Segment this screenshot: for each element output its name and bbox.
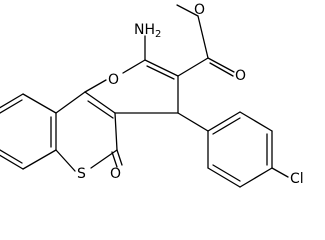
bond-o1-c10b: [84, 79, 107, 93]
bond-c10a-c10b: [55, 91, 86, 114]
ester-carbonyl-oxygen-label: O: [235, 68, 246, 84]
bond-aryl-1-double: [212, 117, 241, 135]
bond-c4a-c10b: [84, 91, 116, 114]
bond-c4a-c10b-double: [87, 100, 114, 119]
bond-c4-aryl: [177, 112, 209, 132]
chlorine-label: Cl: [290, 171, 304, 187]
ring-oxygen-label: O: [108, 72, 119, 88]
bond-c10-c10a: [22, 93, 57, 114]
bond-c9-c10-double: [0, 99, 23, 114]
bond-aryl-5: [207, 167, 241, 188]
bond-c7-c8-double: [0, 149, 23, 164]
lactone-oxygen-label: O: [110, 166, 121, 182]
bond-o-ester-carbon: [197, 15, 209, 59]
amine-label: NH2: [134, 22, 161, 40]
bond-aryl-5-double: [212, 164, 241, 182]
bond-ester-carbonyl-double: [209, 62, 234, 77]
bond-c2-c3-double: [146, 65, 175, 80]
bond-aryl-4: [239, 167, 273, 188]
bond-c5-o-double: [111, 151, 118, 168]
bond-c9-c10: [0, 93, 24, 109]
sulfur-label: S: [77, 166, 86, 182]
bond-c7-c8: [0, 154, 24, 170]
bond-methyl-o: [176, 4, 199, 17]
ester-ether-oxygen-label: O: [194, 2, 205, 18]
bond-c5-s: [90, 149, 118, 169]
bond-ester-carbonyl: [207, 57, 235, 73]
bond-c2-c3: [144, 59, 179, 77]
bond-c4a-c5: [114, 112, 118, 151]
bond-c2-o1: [122, 59, 146, 74]
bond-aryl-cl: [271, 167, 289, 178]
atom-labels: NH2 O O O O S Cl: [77, 2, 304, 187]
bond-c6a-c7: [22, 149, 57, 170]
bond-aryl-1: [207, 111, 241, 132]
bond-lines: [0, 4, 289, 188]
bond-c3-ester: [177, 57, 209, 77]
bond-c5-o: [116, 149, 123, 166]
bond-s-c6a: [55, 149, 76, 172]
chemical-structure-diagram: NH2 O O O O S Cl: [0, 2, 304, 188]
bond-aryl-2: [239, 111, 273, 132]
